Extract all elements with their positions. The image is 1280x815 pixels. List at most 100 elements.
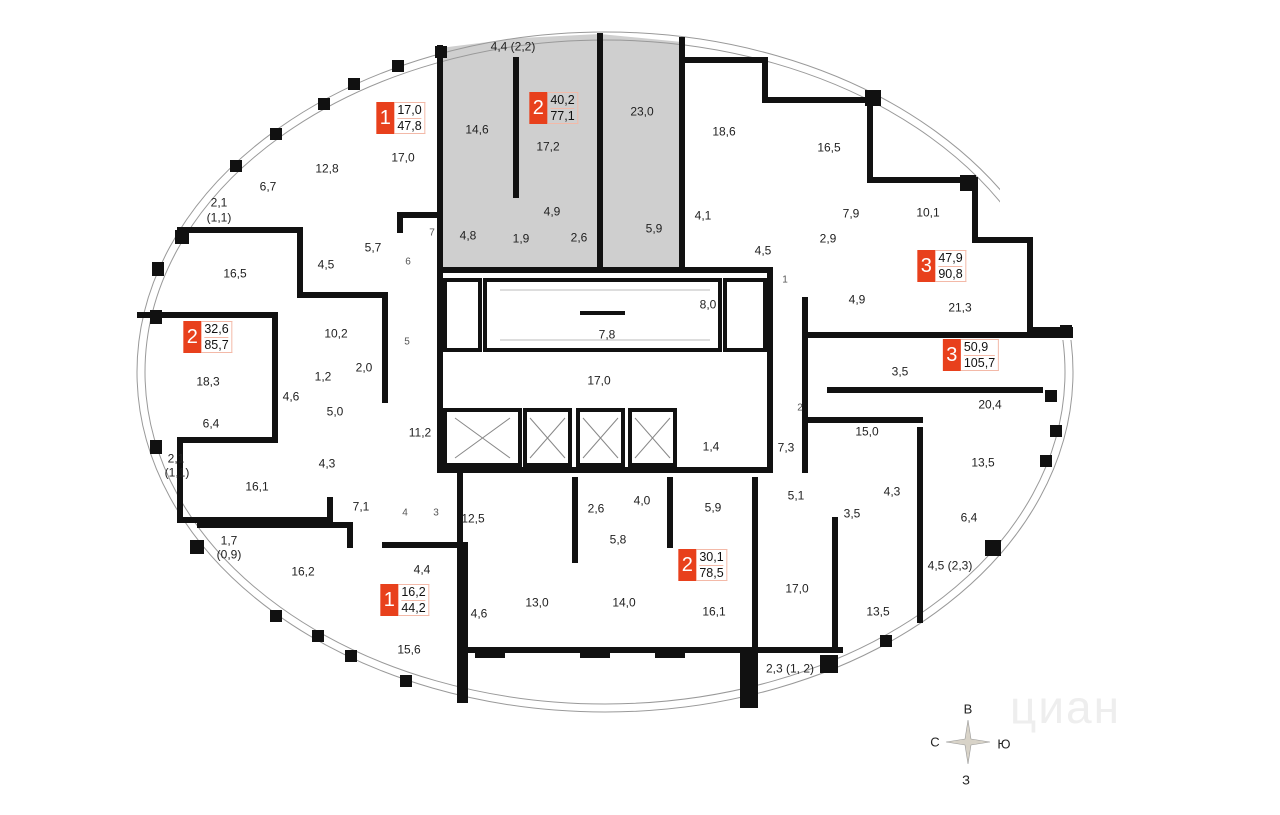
room-area-label: 4,9: [848, 292, 866, 307]
compass-east: Ю: [997, 736, 1011, 752]
room-area-label: 7,3: [777, 440, 795, 455]
compass-south: З: [962, 772, 970, 788]
door-number-label: 7: [429, 227, 435, 239]
room-area-label: 5,9: [645, 221, 663, 236]
room-area-label: 7,8: [598, 327, 616, 342]
room-count: 1: [376, 102, 395, 134]
door-number-label: 5: [404, 336, 410, 348]
room-area-label: 5,8: [609, 532, 627, 547]
room-count: 3: [942, 339, 961, 371]
room-count: 1: [380, 584, 399, 616]
room-area-label: 6,4: [202, 416, 220, 431]
room-area-label: 16,1: [702, 604, 726, 619]
living-area: 47,9: [938, 250, 963, 265]
room-area-label: 2,1: [210, 195, 228, 210]
room-area-label: 2,3 (1, 2): [765, 661, 815, 676]
room-area-label: 13,0: [525, 595, 549, 610]
room-area-label: 4,4: [413, 562, 431, 577]
room-area-label: 3,5: [843, 506, 861, 521]
room-area-label: (0,9): [216, 547, 242, 562]
compass-north: В: [963, 701, 973, 717]
room-area-label: 4,3: [318, 456, 336, 471]
room-area-label: 1,4: [702, 439, 720, 454]
room-area-label: 13,5: [971, 455, 995, 470]
walls: [137, 33, 1073, 703]
room-area-label: 17,0: [391, 150, 415, 165]
living-area: 16,2: [401, 584, 426, 599]
room-area-label: 15,6: [397, 642, 421, 657]
room-area-label: (1,1): [164, 465, 190, 480]
compass-star-icon: [945, 719, 991, 765]
room-area-label: 14,0: [612, 595, 636, 610]
room-area-label: 2,0: [355, 360, 373, 375]
room-area-label: 4,9: [543, 204, 561, 219]
stair-lines: [500, 289, 710, 341]
cian-watermark-logo: циан: [1010, 681, 1122, 733]
room-area-label: 23,0: [630, 104, 654, 119]
room-area-label: 18,6: [712, 124, 736, 139]
compass-west: С: [930, 734, 940, 750]
room-area-label: 16,5: [817, 140, 841, 155]
total-area: 105,7: [963, 354, 996, 370]
room-area-label: 4,6: [282, 389, 300, 404]
total-area: 77,1: [550, 107, 575, 123]
living-area: 32,6: [204, 321, 229, 336]
room-area-label: 4,4 (2,2): [490, 39, 536, 54]
room-count: 2: [678, 549, 697, 581]
room-area-label: 17,2: [536, 139, 560, 154]
room-area-label: 10,2: [324, 326, 348, 341]
room-area-label: 12,5: [461, 511, 485, 526]
room-area-label: 5,1: [787, 488, 805, 503]
room-area-label: 12,8: [315, 161, 339, 176]
room-area-label: 6,7: [259, 179, 277, 194]
room-area-label: 4,5: [754, 243, 772, 258]
door-number-label: 2: [797, 402, 803, 414]
room-area-label: 5,0: [326, 404, 344, 419]
room-area-label: 1,7: [220, 533, 238, 548]
room-area-label: 1,2: [314, 369, 332, 384]
total-area: 47,8: [397, 117, 422, 133]
elevator-icons: [454, 417, 671, 459]
room-area-label: 21,3: [948, 300, 972, 315]
room-area-label: 4,0: [633, 493, 651, 508]
selected-apartment-area: [440, 34, 682, 268]
room-area-label: (1,1): [206, 210, 232, 225]
room-area-label: 4,5 (2,3): [927, 558, 973, 573]
total-area: 44,2: [401, 599, 426, 615]
room-area-label: 4,6: [470, 606, 488, 621]
living-area: 30,1: [699, 549, 724, 564]
door-number-label: 3: [433, 507, 439, 519]
window-piers: [150, 46, 1072, 708]
room-area-label: 10,1: [916, 205, 940, 220]
total-area: 90,8: [938, 265, 963, 281]
room-area-label: 17,0: [785, 581, 809, 596]
room-count: 2: [183, 321, 202, 353]
living-area: 17,0: [397, 102, 422, 117]
room-area-label: 4,8: [459, 228, 477, 243]
core-walls: [443, 278, 767, 467]
room-area-label: 14,6: [465, 122, 489, 137]
total-area: 78,5: [699, 564, 724, 580]
facade-outline: [136, 31, 1074, 713]
room-area-label: 17,0: [587, 373, 611, 388]
room-area-label: 7,9: [842, 206, 860, 221]
door-number-label: 4: [402, 507, 408, 519]
room-area-label: 2,1: [167, 451, 185, 466]
door-number-label: 6: [405, 256, 411, 268]
room-area-label: 5,7: [364, 240, 382, 255]
